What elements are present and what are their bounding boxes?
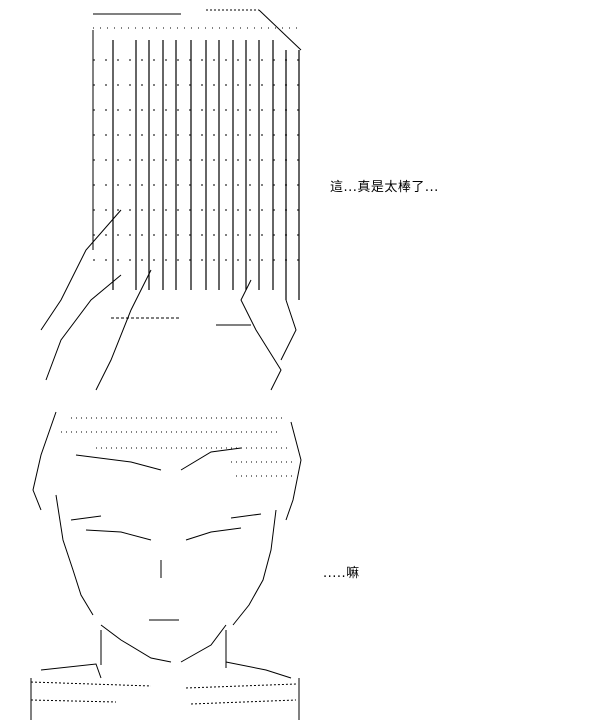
panel-2: .....嘛 [0, 400, 600, 726]
ascii-art-face-closeup [0, 400, 311, 726]
caption-line-1: 這...真是太棒了... [330, 180, 439, 195]
ascii-art-drawing [30, 411, 302, 720]
ascii-art-figure-with-block [0, 0, 311, 400]
caption-line-2: .....嘛 [323, 566, 360, 581]
ascii-art-drawing [40, 9, 302, 391]
panel-1: 這...真是太棒了... [0, 0, 439, 400]
